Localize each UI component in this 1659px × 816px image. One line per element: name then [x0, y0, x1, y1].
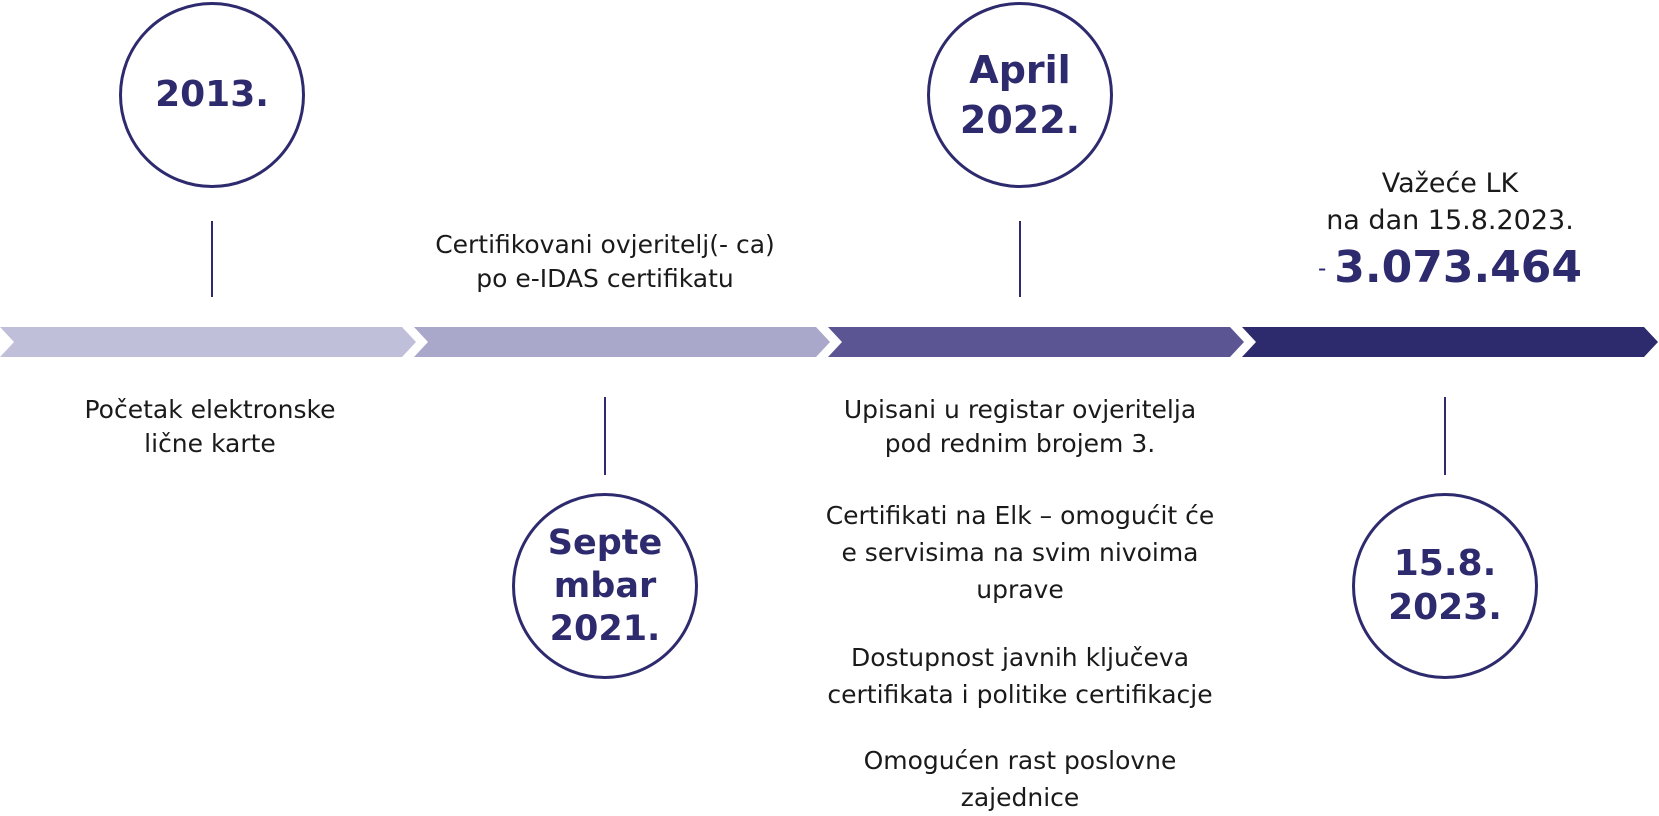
- note-business: Omogućen rast poslovne zajednice: [863, 746, 1177, 812]
- milestone-circle-apr-2022: April 2022.: [927, 2, 1113, 188]
- milestone-date-line: 2013.: [155, 74, 269, 116]
- milestone-circle-2013: 2013.: [119, 2, 305, 188]
- timeline-segment-2: [414, 327, 830, 357]
- note-certified: Certifikovani ovjeritelj(- ca) po e-IDAS…: [435, 230, 775, 293]
- milestone-date-line: April: [969, 48, 1071, 92]
- connector-line-aug-2023: [1444, 397, 1446, 475]
- milestone-date-line: 2021.: [549, 608, 661, 649]
- timeline-segment-3: [828, 327, 1244, 357]
- milestone-date-line: 15.8.: [1393, 543, 1497, 584]
- milestone-date-line: Septe: [547, 522, 663, 563]
- timeline-arrows: [0, 327, 1658, 357]
- note-registry: Upisani u registar ovjeritelja pod redni…: [843, 395, 1197, 458]
- valid-ids-count: -3.073.464: [1240, 242, 1659, 304]
- valid-ids-number: 3.073.464: [1334, 242, 1583, 293]
- note-valid-ids: Važeće LK na dan 15.8.2023.: [1326, 168, 1574, 236]
- note-elk-certs: Certifikati na Elk – omogućit će e servi…: [825, 501, 1215, 604]
- milestone-circle-aug-2023: 15.8. 2023.: [1352, 493, 1538, 679]
- connector-line-apr-2022: [1019, 221, 1021, 297]
- milestone-circle-sep-2021: Septe mbar 2021.: [512, 493, 698, 679]
- connector-line-2013: [211, 221, 213, 297]
- milestone-date-line: mbar: [553, 565, 657, 606]
- valid-ids-prefix: -: [1317, 254, 1327, 282]
- timeline-segment-4: [1242, 327, 1658, 357]
- connector-line-sep-2021: [604, 397, 606, 475]
- milestone-date-line: 2022.: [959, 98, 1081, 142]
- note-public-keys: Dostupnost javnih ključeva certifikata i…: [827, 643, 1213, 709]
- note-start-eid: Početak elektronske lične karte: [84, 395, 336, 458]
- milestone-date-line: 2023.: [1388, 587, 1502, 628]
- timeline-segment-1: [0, 327, 416, 357]
